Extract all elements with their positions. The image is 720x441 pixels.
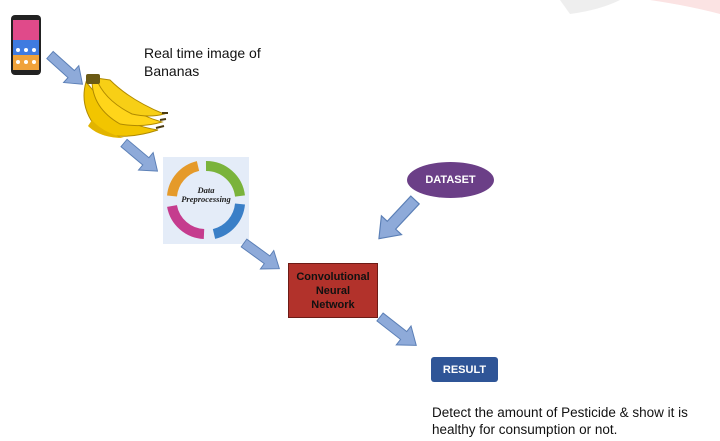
preprocessing-label: Data Preprocessing <box>181 185 231 204</box>
arrow-bananas-to-preprocessing <box>116 133 166 181</box>
result-caption: Detect the amount of Pesticide & show it… <box>432 405 688 437</box>
bananas-image <box>83 74 168 138</box>
result-label: RESULT <box>442 363 487 376</box>
smartphone-icon <box>11 15 41 75</box>
cnn-label-line: Network <box>311 298 355 311</box>
image-caption: Real time image of Bananas <box>144 45 261 79</box>
preprocessing-card <box>163 157 249 244</box>
decorative-swoosh <box>560 0 720 14</box>
dataset-label: DATASET <box>425 174 476 186</box>
dataset-node: DATASET <box>407 162 494 198</box>
data-preprocessing-cycle-icon <box>167 160 245 239</box>
arrow-dataset-to-cnn <box>368 190 426 249</box>
cnn-label-line: Convolutional <box>296 270 370 283</box>
arrow-phone-to-bananas <box>41 46 91 94</box>
cnn-node: Convolutional Neural Network <box>288 263 378 318</box>
cnn-label-line: Neural <box>315 284 351 297</box>
result-node: RESULT <box>431 357 498 382</box>
arrow-cnn-to-result <box>372 307 425 356</box>
